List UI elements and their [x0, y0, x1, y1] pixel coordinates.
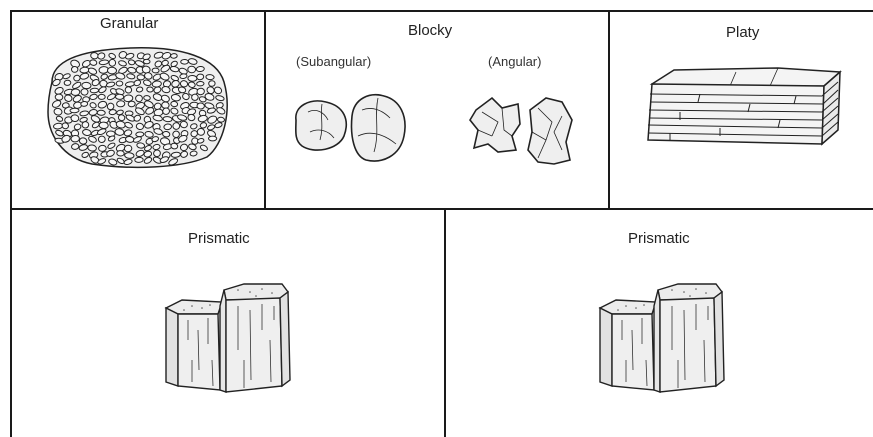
angular-aggregate-2 [528, 98, 572, 164]
blocky-illustration [266, 12, 608, 208]
angular-aggregate-1 [470, 98, 520, 152]
prismatic-cell-2: Prismatic [446, 210, 873, 437]
subangular-aggregate-1 [296, 101, 346, 150]
blocky-cell: Blocky (Subangular) (Angular) [266, 12, 608, 208]
platy-cell: Platy [610, 12, 873, 208]
subangular-aggregate-2 [352, 95, 406, 161]
prismatic-cell-1: Prismatic [12, 210, 444, 437]
granular-illustration [12, 12, 264, 208]
prismatic-illustration-2 [446, 210, 873, 437]
granular-cell: Granular [12, 12, 264, 208]
platy-illustration [610, 12, 873, 208]
prismatic-illustration-1 [12, 210, 444, 437]
